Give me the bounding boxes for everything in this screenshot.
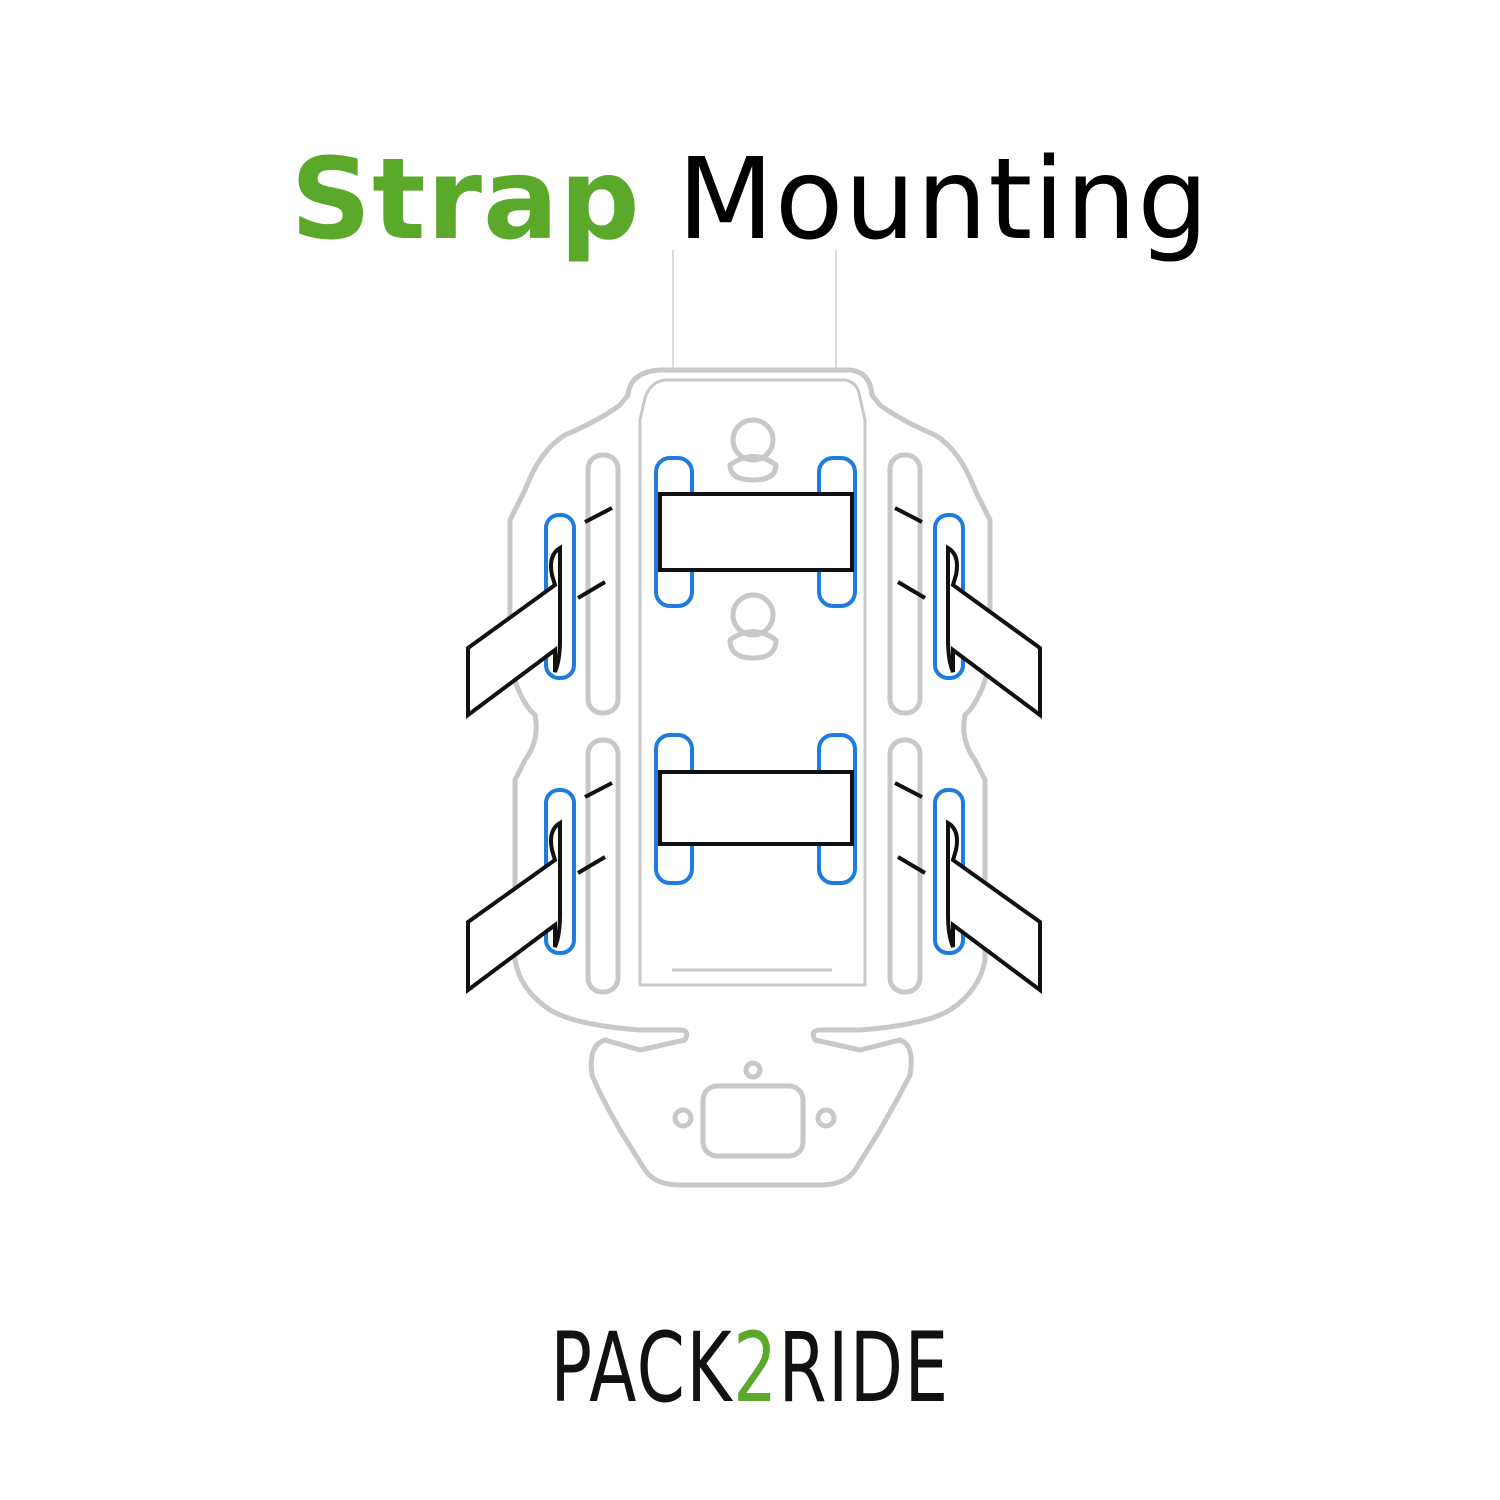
title-rest: Mounting <box>677 135 1210 265</box>
logo-pack: PACK <box>550 1312 734 1424</box>
logo-ride: RIDE <box>778 1312 950 1424</box>
plate-outline <box>507 250 993 1188</box>
title-highlight-word: Strap <box>290 135 641 265</box>
pack2ride-logo: PACK2RIDE <box>210 1318 1290 1418</box>
strap-icon <box>466 492 1042 994</box>
page-title: Strap Mounting <box>0 130 1500 270</box>
logo-2: 2 <box>733 1312 779 1424</box>
